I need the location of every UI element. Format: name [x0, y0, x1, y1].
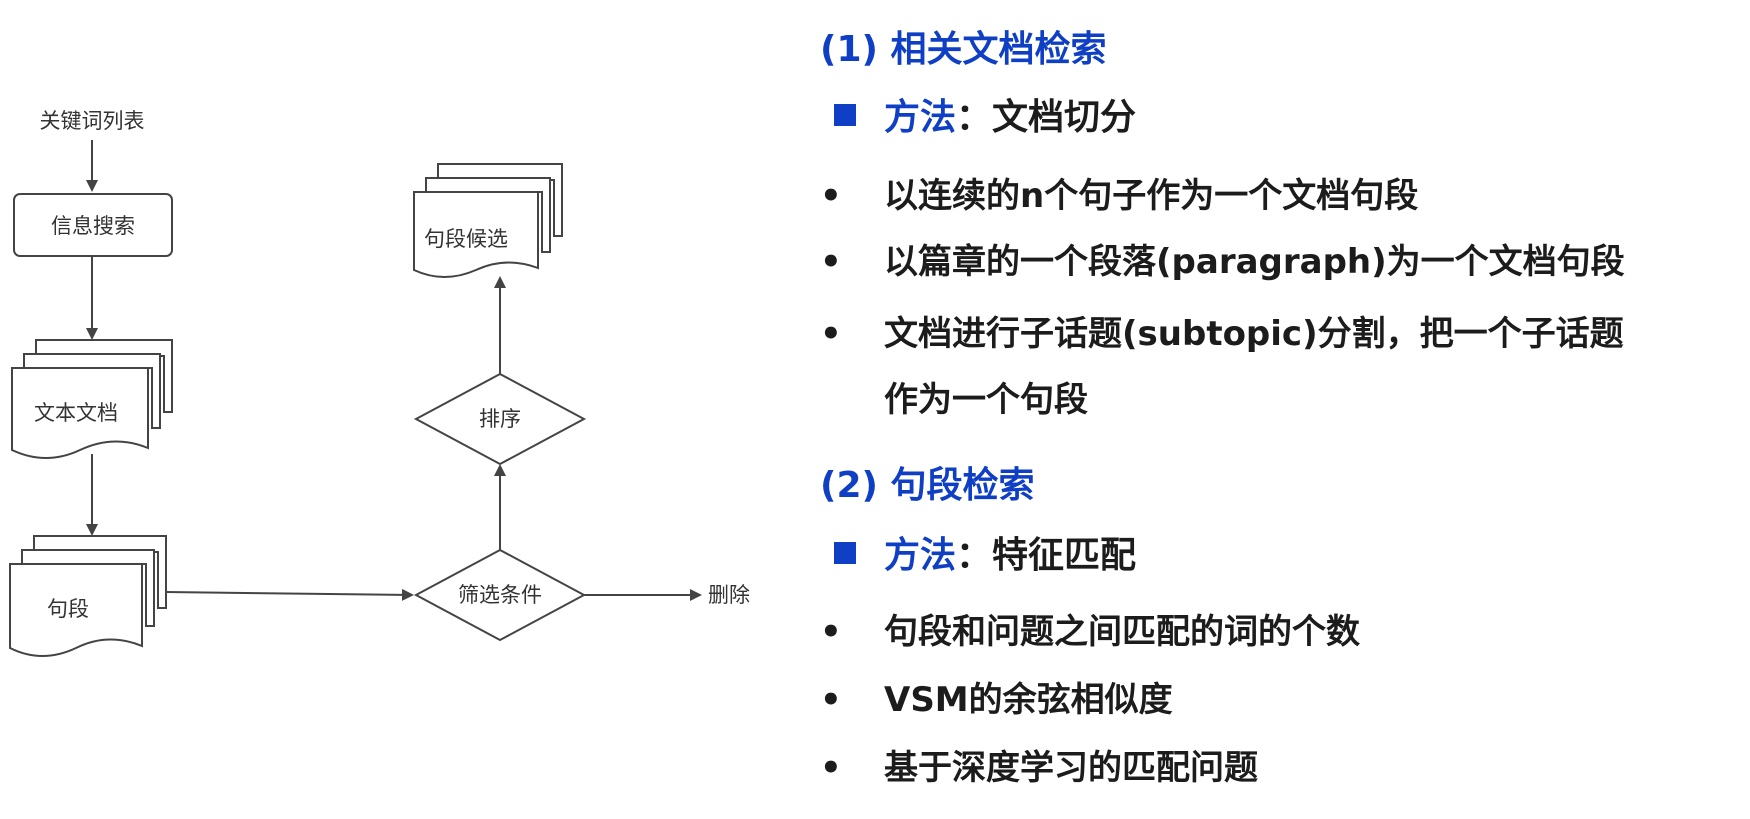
bullet-dot-icon: •	[820, 748, 842, 788]
text-docs-label: 文本文档	[34, 401, 118, 425]
section2-method-value: 特征匹配	[992, 535, 1137, 576]
text-docs-node: 文本文档	[11, 339, 173, 459]
keyword-list-label: 关键词列表	[40, 109, 145, 133]
section2-method: 方法：特征匹配	[834, 526, 1136, 578]
ranking-label: 排序	[479, 407, 521, 431]
bullet-dot-icon: •	[820, 176, 842, 216]
delete-label: 删除	[708, 583, 750, 607]
edge-segments-to-filter	[165, 588, 414, 601]
section2-title: (2) 句段检索	[820, 465, 1035, 506]
section2-bullet-text: 句段和问题之间匹配的词的个数	[884, 612, 1360, 652]
section1-method: 方法：文档切分	[834, 88, 1136, 140]
section2-bullet-text: 基于深度学习的匹配问题	[884, 748, 1258, 788]
square-bullet-icon	[834, 542, 856, 564]
sentence-segments-node: 句段	[9, 535, 167, 657]
segment-candidates-node: 句段候选	[413, 163, 563, 278]
description-panel: (1) 相关文档检索 方法：文档切分 •以连续的n个句子作为一个文档句段 •以篇…	[820, 0, 1730, 819]
section1-bullet: • 以篇章的一个段落(paragraph)为一个文档句段	[820, 234, 1625, 283]
section1-bullet-text: 以连续的n个句子作为一个文档句段	[884, 176, 1419, 216]
section1-bullet-text: 文档进行子话题(subtopic)分割，把一个子话题	[884, 314, 1624, 354]
ranking-node: 排序	[413, 372, 587, 466]
section1-method-sep: ：	[956, 97, 993, 138]
filter-condition-label: 筛选条件	[458, 583, 542, 607]
section1-method-value: 文档切分	[992, 97, 1137, 138]
info-search-node: 信息搜索	[13, 193, 173, 257]
filter-condition-node: 筛选条件	[413, 548, 587, 642]
section1-title: (1) 相关文档检索	[820, 29, 1107, 70]
bullet-dot-icon: •	[820, 612, 842, 652]
section2-method-sep: ：	[956, 535, 993, 576]
flow-diagram: 关键词列表 信息搜索 文本文档 句段 筛选条件 删除 排序	[9, 109, 750, 657]
section1-bullet-text: 以篇章的一个段落(paragraph)为一个文档句段	[884, 242, 1625, 282]
bullet-dot-icon: •	[820, 314, 842, 354]
section2-bullet: • 基于深度学习的匹配问题	[820, 740, 1258, 789]
section2-bullet: • 句段和问题之间匹配的词的个数	[820, 604, 1360, 653]
section1-bullet: • 以连续的n个句子作为一个文档句段	[820, 168, 1418, 217]
bullet-dot-icon: •	[820, 242, 842, 282]
sentence-segments-label: 句段	[47, 597, 89, 621]
section2-bullet: • VSM的余弦相似度	[820, 672, 1173, 721]
section1-method-label: 方法	[884, 97, 957, 138]
info-search-label: 信息搜索	[51, 214, 135, 238]
section2-method-label: 方法	[884, 535, 957, 576]
section1-bullet-continuation: 作为一个句段	[884, 380, 1088, 420]
bullet-dot-icon: •	[820, 680, 842, 720]
section1-bullet: • 文档进行子话题(subtopic)分割，把一个子话题	[820, 306, 1624, 355]
section2-bullet-text: VSM的余弦相似度	[884, 680, 1173, 720]
segment-candidates-label: 句段候选	[424, 227, 508, 251]
square-bullet-icon	[834, 104, 856, 126]
